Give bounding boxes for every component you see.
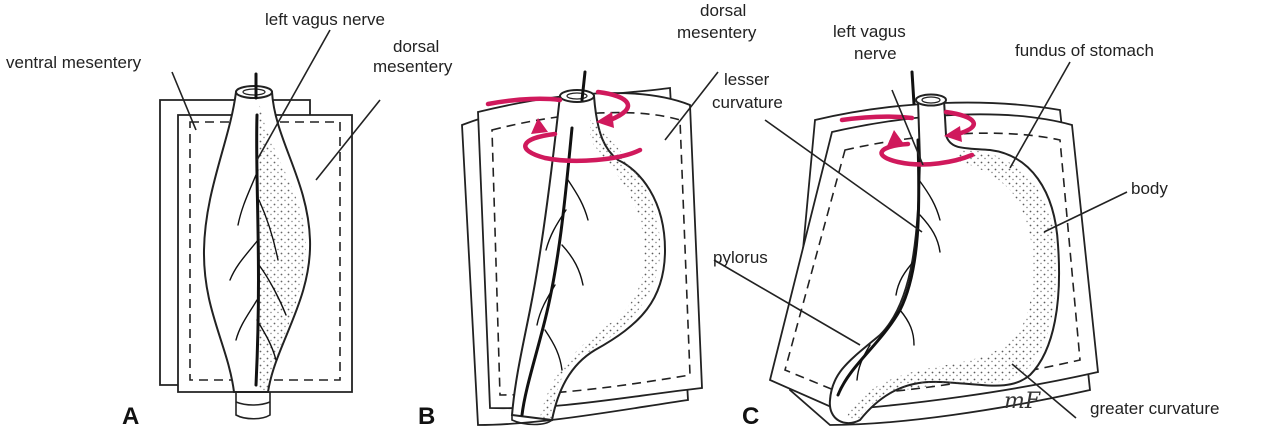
label-dorsal-mesentery-a-line1: dorsal	[393, 37, 439, 56]
label-dorsal-mesentery-a-line2: mesentery	[373, 57, 453, 76]
label-left-vagus-nerve-c-line2: nerve	[854, 44, 897, 63]
panel-b	[462, 72, 718, 425]
panel-letter-b: B	[418, 403, 435, 430]
label-greater-curvature: greater curvature	[1090, 399, 1219, 418]
label-left-vagus-nerve-a: left vagus nerve	[265, 10, 385, 29]
panel-a	[160, 30, 380, 419]
label-left-vagus-nerve-c-line1: left vagus	[833, 22, 906, 41]
panel-letter-c: C	[742, 403, 759, 430]
label-fundus-of-stomach: fundus of stomach	[1015, 41, 1154, 60]
illustrator-signature: mF	[1004, 389, 1041, 414]
label-dorsal-mesentery-b-line1: dorsal	[700, 1, 746, 20]
label-pylorus: pylorus	[713, 248, 768, 267]
panel-c: mF	[714, 62, 1127, 425]
label-lesser-curvature-line1: lesser	[724, 70, 770, 89]
label-body: body	[1131, 179, 1168, 198]
label-ventral-mesentery: ventral mesentery	[6, 53, 142, 72]
panel-letter-a: A	[122, 403, 139, 430]
label-dorsal-mesentery-b-line2: mesentery	[677, 23, 757, 42]
panel-letters: A B C	[122, 403, 759, 430]
label-lesser-curvature-line2: curvature	[712, 93, 783, 112]
